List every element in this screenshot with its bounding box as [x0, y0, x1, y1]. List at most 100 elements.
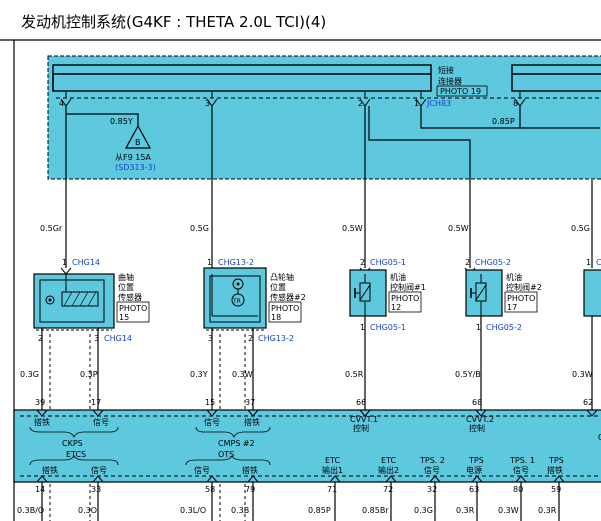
- chg05-2-ref-top[interactable]: CHG05-2: [475, 258, 511, 267]
- ecm-cvvt2-b: 控制: [469, 423, 485, 433]
- chg14-ref-top[interactable]: CHG14: [72, 258, 100, 267]
- cmp-label-3: 传感器#2: [270, 292, 306, 302]
- ecm-pin-66: 66: [356, 398, 366, 407]
- diagram-title: 发动机控制系统(G4KF : THETA 2.0L TCI)(4): [21, 13, 326, 31]
- ecm-block: [13, 409, 601, 483]
- wire-mid-2: 0.3P: [80, 370, 98, 379]
- ecm-cmps-ground: 搭铁: [244, 417, 260, 427]
- right-ref-top[interactable]: C: [596, 258, 601, 267]
- cmp-pin-2: 2: [248, 334, 253, 343]
- ecm-pin-71: 71: [327, 485, 337, 494]
- jumper-ref: JCH83: [426, 99, 451, 108]
- chg05-1-ref-top[interactable]: CHG05-1: [370, 258, 406, 267]
- ecm-pin-39: 39: [35, 398, 45, 407]
- right-pin-1: 1: [586, 258, 591, 267]
- chg13-2-ref-top[interactable]: CHG13-2: [218, 258, 254, 267]
- oil-control-valve-2: [464, 267, 503, 317]
- jumper-pin-3: 3: [205, 99, 210, 108]
- jumper-pin-1: 1: [414, 99, 419, 108]
- ecm-tps-a: TPS: [468, 456, 484, 465]
- jumper-pin-4: 4: [59, 99, 64, 108]
- ecm-tps2-b: 信号: [424, 465, 440, 475]
- wire-top-4: 0.5W: [448, 224, 469, 233]
- splice-triangle-icon: [124, 124, 152, 149]
- ecm-cvvt2-a: CVVT.2: [466, 415, 494, 424]
- ecm-etcs: ETCS: [66, 450, 86, 459]
- cmp-photo-1: PHOTO: [271, 304, 299, 313]
- jumper-pin-8: 8: [513, 99, 518, 108]
- ecm-tps-b: 电源: [466, 465, 482, 475]
- wire-bottom-10: 0.3R: [538, 506, 557, 515]
- chg05-1-ref-bottom[interactable]: CHG05-1: [370, 323, 406, 332]
- ocv1-label-1: 机油: [390, 272, 406, 282]
- wire-label-085y: 0.85Y: [110, 117, 133, 126]
- ecm-pin-17: 17: [91, 398, 101, 407]
- wire-mid-4: 0.3W: [232, 370, 253, 379]
- cmp-sensor: TR: [203, 267, 267, 329]
- cmp-pin-1: 1: [207, 258, 212, 267]
- ecm-cvvt1-a: CVVT.1: [350, 415, 378, 424]
- ecm-ckps-signal: 信号: [93, 417, 109, 427]
- cmp-pin-3: 3: [208, 334, 213, 343]
- ecm-pin-33: 33: [91, 485, 101, 494]
- wire-mid-5: 0.5R: [345, 370, 364, 379]
- ecm-pin-63: 63: [469, 485, 479, 494]
- chg13-2-ref-bottom[interactable]: CHG13-2: [258, 334, 294, 343]
- ocv1-pin-2: 2: [360, 258, 365, 267]
- ckp-pin-2: 2: [38, 334, 43, 343]
- ecm-tps1-a: TPS. 1: [509, 456, 535, 465]
- ecm-pin-15: 15: [205, 398, 215, 407]
- wire-top-3: 0.5W: [342, 224, 363, 233]
- wire-bottom-4: 0.3B: [231, 506, 249, 515]
- ecm-tpsgnd-b: 搭铁: [547, 465, 563, 475]
- wire-mid-3: 0.3Y: [190, 370, 208, 379]
- ckp-pin-1: 1: [62, 258, 67, 267]
- wire-bottom-6: 0.85Br: [362, 506, 389, 515]
- ecm-pin-59: 59: [551, 485, 561, 494]
- svg-text:TR: TR: [232, 298, 241, 305]
- from-fuse-ref[interactable]: (SD313-3): [115, 163, 156, 172]
- ocv2-label-2: 控制阀#2: [506, 282, 542, 292]
- ecm-pin-68: 68: [472, 398, 482, 407]
- ecm-pin-80: 80: [513, 485, 523, 494]
- ecm-tps2-a: TPS. 2: [419, 456, 445, 465]
- ocv2-photo-2: 17: [507, 303, 517, 312]
- ocv1-pin-1: 1: [360, 323, 365, 332]
- ocv2-label-1: 机油: [506, 272, 522, 282]
- ecm-etcs-ground: 搭铁: [42, 465, 58, 475]
- wire-bottom-9: 0.3W: [498, 506, 519, 515]
- ocv2-photo-1: PHOTO: [507, 294, 535, 303]
- jumper-label-2: 连接器: [438, 76, 462, 86]
- ecm-ots-ground: 搭铁: [242, 465, 258, 475]
- ecm-etc2-b: 输出2: [378, 465, 399, 475]
- ecm-pin-58: 58: [205, 485, 215, 494]
- jumper-photo: PHOTO 19: [440, 87, 481, 96]
- wire-bottom-1: 0.3B/O: [17, 506, 44, 515]
- ckp-sensor: [33, 267, 115, 329]
- ecm-pin-37: 37: [245, 398, 255, 407]
- ckp-label-2: 位置: [118, 282, 134, 292]
- wire-top-5: 0.5G: [571, 224, 590, 233]
- jumper-pin-2: 2: [358, 99, 363, 108]
- ckp-pin-3: 3: [94, 334, 99, 343]
- from-fuse-label: 从F9 15A: [115, 153, 151, 162]
- chg05-2-ref-bottom[interactable]: CHG05-2: [486, 323, 522, 332]
- ckp-photo-1: PHOTO: [119, 304, 147, 313]
- cmp-label-2: 位置: [270, 282, 286, 292]
- ecm-tpsgnd-a: TPS: [548, 456, 564, 465]
- wire-bottom-5: 0.85P: [308, 506, 331, 515]
- chg14-ref-bottom[interactable]: CHG14: [104, 334, 132, 343]
- jumper-label-1: 短接: [438, 65, 454, 75]
- ecm-ots-signal: 信号: [194, 465, 210, 475]
- splice-letter: B: [135, 138, 141, 147]
- ckp-label-3: 传感器: [118, 292, 142, 302]
- cmp-photo-2: 18: [271, 313, 281, 322]
- wire-bottom-2: 0.3O: [78, 506, 97, 515]
- wire-mid-1: 0.3G: [20, 370, 39, 379]
- cmp-label-1: 凸轮轴: [270, 272, 294, 282]
- ocv2-pin-2: 2: [465, 258, 470, 267]
- jumper-connector-area: [47, 55, 601, 180]
- ocv1-photo-1: PHOTO: [391, 294, 419, 303]
